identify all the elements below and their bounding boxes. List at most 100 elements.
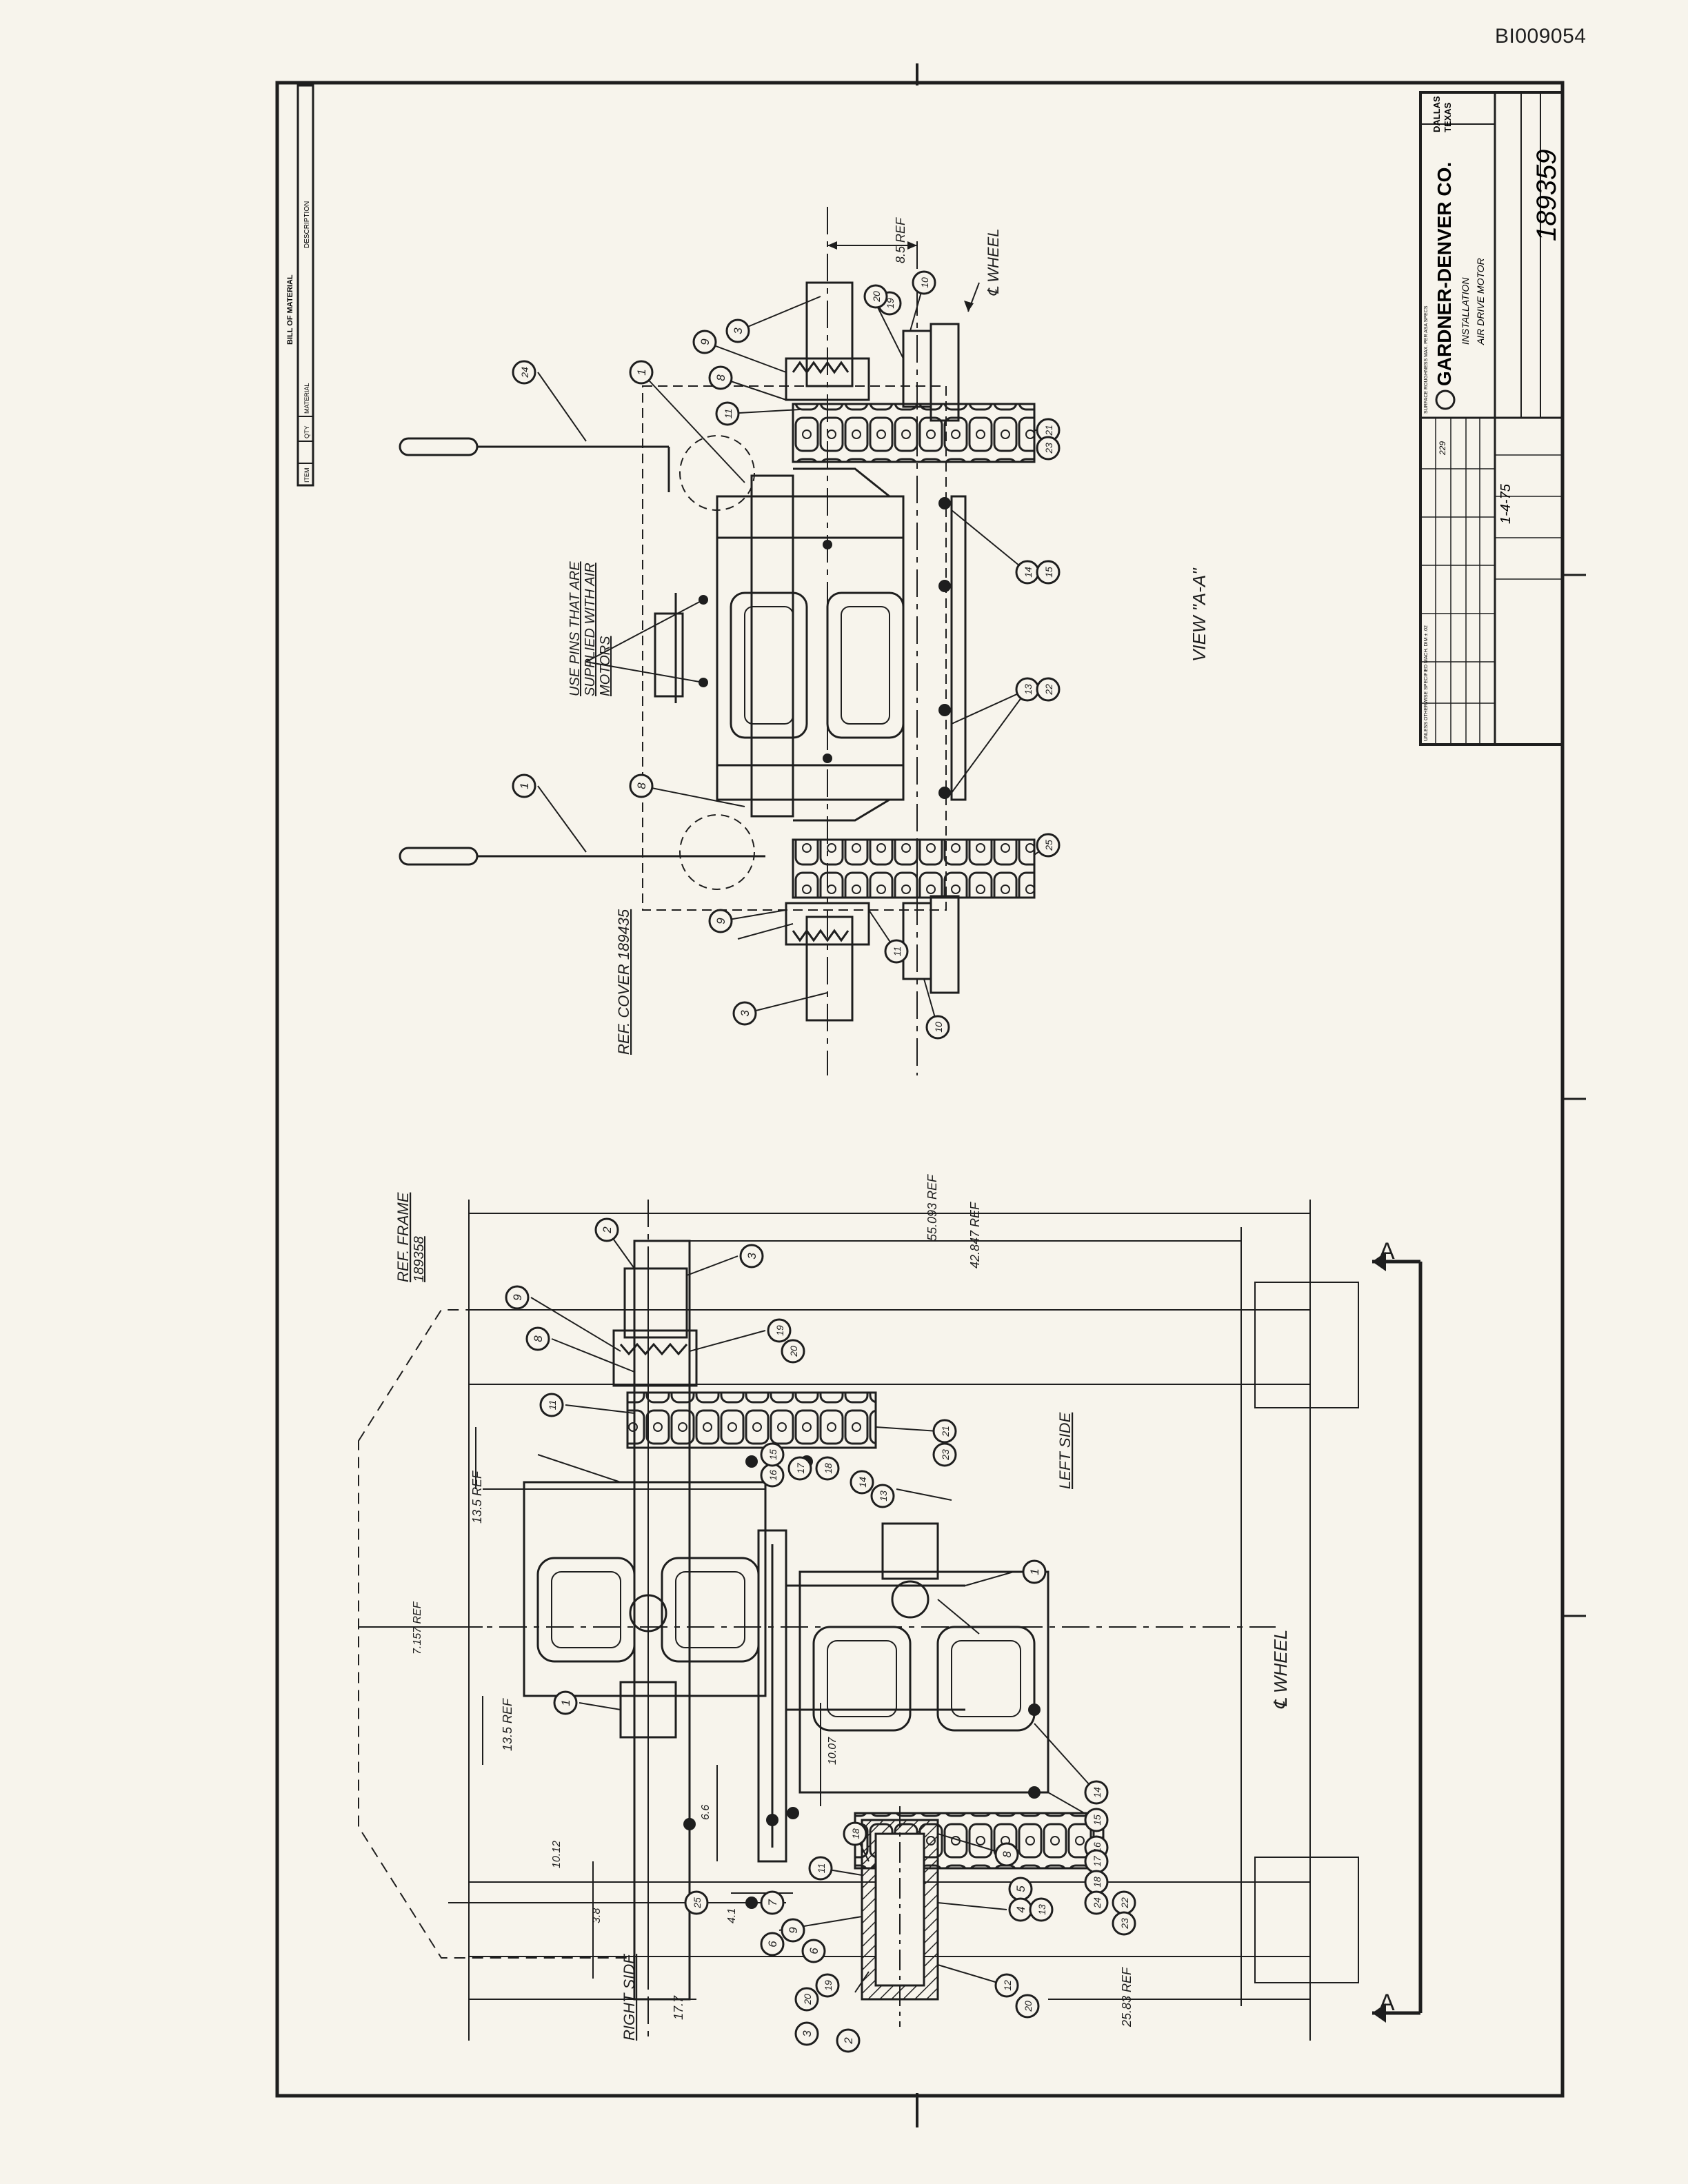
document-id: BI009054 xyxy=(1495,25,1587,48)
plan-view-balloon-label: 23 xyxy=(940,1449,951,1461)
top-view-balloon-circle xyxy=(925,1015,950,1040)
drawing-title-1: INSTALLATION xyxy=(1460,277,1471,345)
plan-view-balloon-circle xyxy=(594,1217,619,1242)
top-view-balloon-label: 10 xyxy=(933,1022,944,1033)
plan-view-balloon-label: 25 xyxy=(692,1897,703,1909)
top-view-balloon-circle xyxy=(1036,833,1061,858)
bom-col-item: ITEM xyxy=(303,468,310,483)
plan-view-balloon-circle xyxy=(539,1393,564,1417)
dim-13-5-top: 13.5 REF xyxy=(470,1470,484,1524)
top-view-balloon-circle xyxy=(629,774,654,798)
plan-view-balloon-circle xyxy=(794,1987,819,2012)
top-view-balloon-label: 11 xyxy=(892,947,903,957)
plan-view-balloon-label: 12 xyxy=(1002,1980,1013,1991)
pins-note-2: SUPPLIED WITH AIR xyxy=(583,563,598,696)
plan-view-balloon-circle xyxy=(815,1456,840,1481)
plan-view-balloon-label: 16 xyxy=(767,1470,778,1481)
top-view-balloon-label: 21 xyxy=(1043,425,1054,436)
plan-view-balloon-circle xyxy=(781,1918,805,1943)
plan-view xyxy=(358,1200,1423,2041)
section-arrow-top: A xyxy=(1379,1238,1395,1264)
top-view-balloon-label: 9 xyxy=(699,338,712,345)
top-view-balloon-label: 24 xyxy=(519,367,530,378)
plan-view-balloon-circle xyxy=(794,2021,819,2046)
plan-view-balloon-label: 15 xyxy=(767,1449,778,1460)
top-view-balloon-label: 9 xyxy=(714,918,727,924)
top-view-balloon-label: 19 xyxy=(885,298,896,309)
plan-view-balloon-label: 17 xyxy=(1092,1855,1103,1867)
dim-10-07: 10.07 xyxy=(827,1737,838,1765)
bom-col-qty: QTY xyxy=(303,425,310,438)
plan-view-balloon-label: 9 xyxy=(511,1294,524,1301)
top-view-balloon-circle xyxy=(512,774,536,798)
top-view-balloon-circle xyxy=(1036,677,1061,702)
tolerance-note: UNLESS OTHERWISE SPECIFIED MACH. DIM ± .… xyxy=(1424,625,1429,741)
ref-frame-label-2: 189358 xyxy=(412,1236,427,1282)
top-view-balloon-label: 3 xyxy=(738,1010,752,1017)
dim-25-83: 25.83 REF xyxy=(1120,1967,1134,2028)
plan-view-balloon-label: 2 xyxy=(842,2037,855,2045)
finish-note: SURFACE ROUGHNESS MAX. PER ASA SPECS xyxy=(1424,305,1429,414)
company-name: GARDNER-DENVER CO. xyxy=(1434,162,1455,386)
plan-view-balloon-circle xyxy=(850,1470,874,1495)
plan-view-balloon-circle xyxy=(760,1932,785,1957)
plan-view-balloon-label: 6 xyxy=(766,1941,779,1948)
top-view-balloon-circle xyxy=(629,360,654,385)
model-number: 229 xyxy=(1438,441,1447,456)
plan-view-balloon-label: 17 xyxy=(795,1462,806,1474)
plan-view-balloon-circle xyxy=(1084,1808,1109,1832)
plan-view-balloon-label: 6 xyxy=(807,1948,821,1954)
plan-view-balloon-circle xyxy=(1029,1897,1054,1922)
dim-7-157: 7.157 REF xyxy=(412,1601,423,1655)
plan-view-balloon-circle xyxy=(815,1973,840,1998)
top-view-balloon-circle xyxy=(1036,436,1061,461)
plan-view-balloon-label: 9 xyxy=(787,1927,800,1934)
sheet-border xyxy=(275,63,1586,2127)
pins-note-1: USE PINS THAT ARE xyxy=(567,561,583,696)
view-a-a xyxy=(399,207,1049,1075)
top-view-balloon-circle xyxy=(708,365,733,390)
plan-view-balloon-circle xyxy=(525,1326,550,1351)
top-view-balloon-label: 20 xyxy=(871,291,882,303)
plan-view-balloon-label: 23 xyxy=(1119,1918,1130,1930)
top-view-balloon-circle xyxy=(863,284,888,309)
plan-view-balloon-label: 19 xyxy=(774,1325,785,1336)
plan-view-balloon-label: 7 xyxy=(766,1899,779,1906)
plan-view-balloon-label: 1 xyxy=(559,1699,572,1706)
plan-view-balloon-label: 21 xyxy=(940,1426,951,1437)
plan-view-balloon-circle xyxy=(760,1890,785,1915)
top-view-balloon-label: 10 xyxy=(919,277,930,288)
plan-view-balloon-label: 11 xyxy=(547,1400,558,1410)
plan-view-balloon-circle xyxy=(684,1890,709,1915)
drawing-title-2: AIR DRIVE MOTOR xyxy=(1475,258,1486,345)
plan-view-balloon-circle xyxy=(994,1842,1019,1867)
drawing-number: 189359 xyxy=(1531,150,1562,241)
plan-view-balloon-circle xyxy=(1112,1911,1136,1936)
dim-17-7: 17.7 xyxy=(672,1995,685,2020)
top-view-balloon-circle xyxy=(715,401,740,426)
plan-view-balloon-circle xyxy=(553,1690,578,1715)
dim-8-5: 8.5 REF xyxy=(894,217,907,263)
plan-view-balloon-circle xyxy=(870,1484,895,1508)
plan-view-balloon-label: 19 xyxy=(823,1980,834,1991)
plan-view-balloon-circle xyxy=(994,1973,1019,1998)
top-view-balloon-label: 8 xyxy=(635,782,648,789)
top-view-balloon-label: 1 xyxy=(635,369,648,375)
plan-view-balloon-label: 24 xyxy=(1092,1897,1103,1909)
dim-13-5-bottom: 13.5 REF xyxy=(501,1698,514,1751)
top-view-balloon-label: 14 xyxy=(1023,567,1034,578)
top-view-balloon-label: 11 xyxy=(723,409,734,419)
plan-view-balloon-label: 20 xyxy=(788,1346,799,1357)
plan-view-balloon-label: 22 xyxy=(1119,1897,1130,1909)
top-view-balloon-circle xyxy=(692,330,717,354)
plan-view-balloon-circle xyxy=(1084,1780,1109,1805)
top-view-balloon-circle xyxy=(884,939,909,964)
plan-view-balloon-circle xyxy=(932,1442,957,1467)
plan-view-balloon-label: 13 xyxy=(878,1490,889,1502)
dim-55-093: 55.093 REF xyxy=(925,1174,939,1241)
top-view-balloon-circle xyxy=(725,318,750,343)
ref-frame-label-1: REF. FRAME xyxy=(394,1192,412,1282)
plan-view-balloon-circle xyxy=(781,1339,805,1364)
